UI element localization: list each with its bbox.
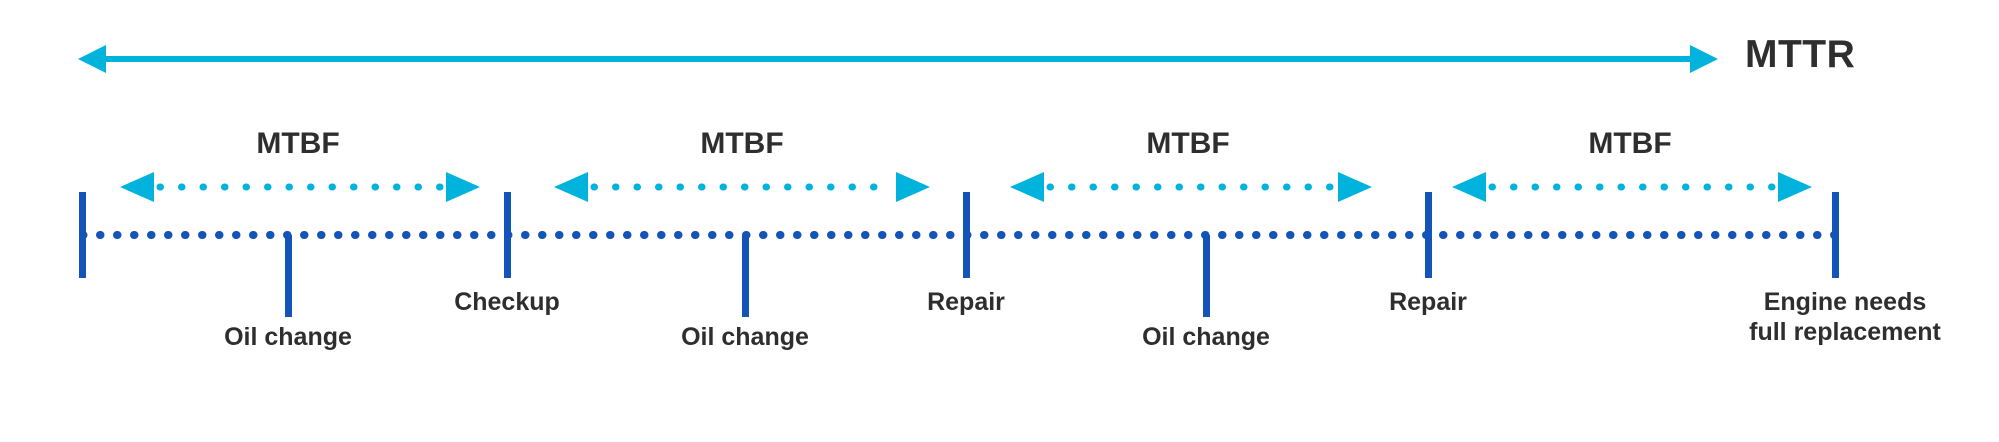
event-tick-oil-change-2: [742, 235, 749, 317]
event-label-repair-1: Repair: [927, 288, 1005, 316]
event-label-engine-replacement: Engine needs full replacement: [1749, 288, 1941, 346]
mtbf-arrow-4: [1452, 172, 1812, 202]
timeline-axis: [80, 231, 1840, 239]
event-tick-engine-replacement: [1832, 192, 1839, 278]
timeline-start-tick: [79, 192, 86, 278]
mtbf-label-2: MTBF: [700, 127, 784, 160]
event-label-checkup: Checkup: [454, 288, 560, 316]
mtbf-label-4: MTBF: [1588, 127, 1672, 160]
event-label-oil-change-1: Oil change: [224, 323, 352, 351]
mtbf-arrow-3: [1010, 172, 1372, 202]
event-tick-checkup: [504, 192, 511, 278]
event-tick-oil-change-3: [1203, 235, 1210, 317]
event-label-oil-change-2: Oil change: [681, 323, 809, 351]
mtbf-label-3: MTBF: [1146, 127, 1230, 160]
event-tick-repair-2: [1425, 192, 1432, 278]
mtbf-arrow-2: [554, 172, 930, 202]
mtbf-arrow-1: [120, 172, 480, 202]
event-tick-repair-1: [963, 192, 970, 278]
event-tick-oil-change-1: [285, 235, 292, 317]
mttr-label: MTTR: [1745, 33, 1856, 76]
event-label-repair-2: Repair: [1389, 288, 1467, 316]
event-label-oil-change-3: Oil change: [1142, 323, 1270, 351]
mttr-arrow: [78, 45, 1718, 73]
mtbf-label-1: MTBF: [256, 127, 340, 160]
